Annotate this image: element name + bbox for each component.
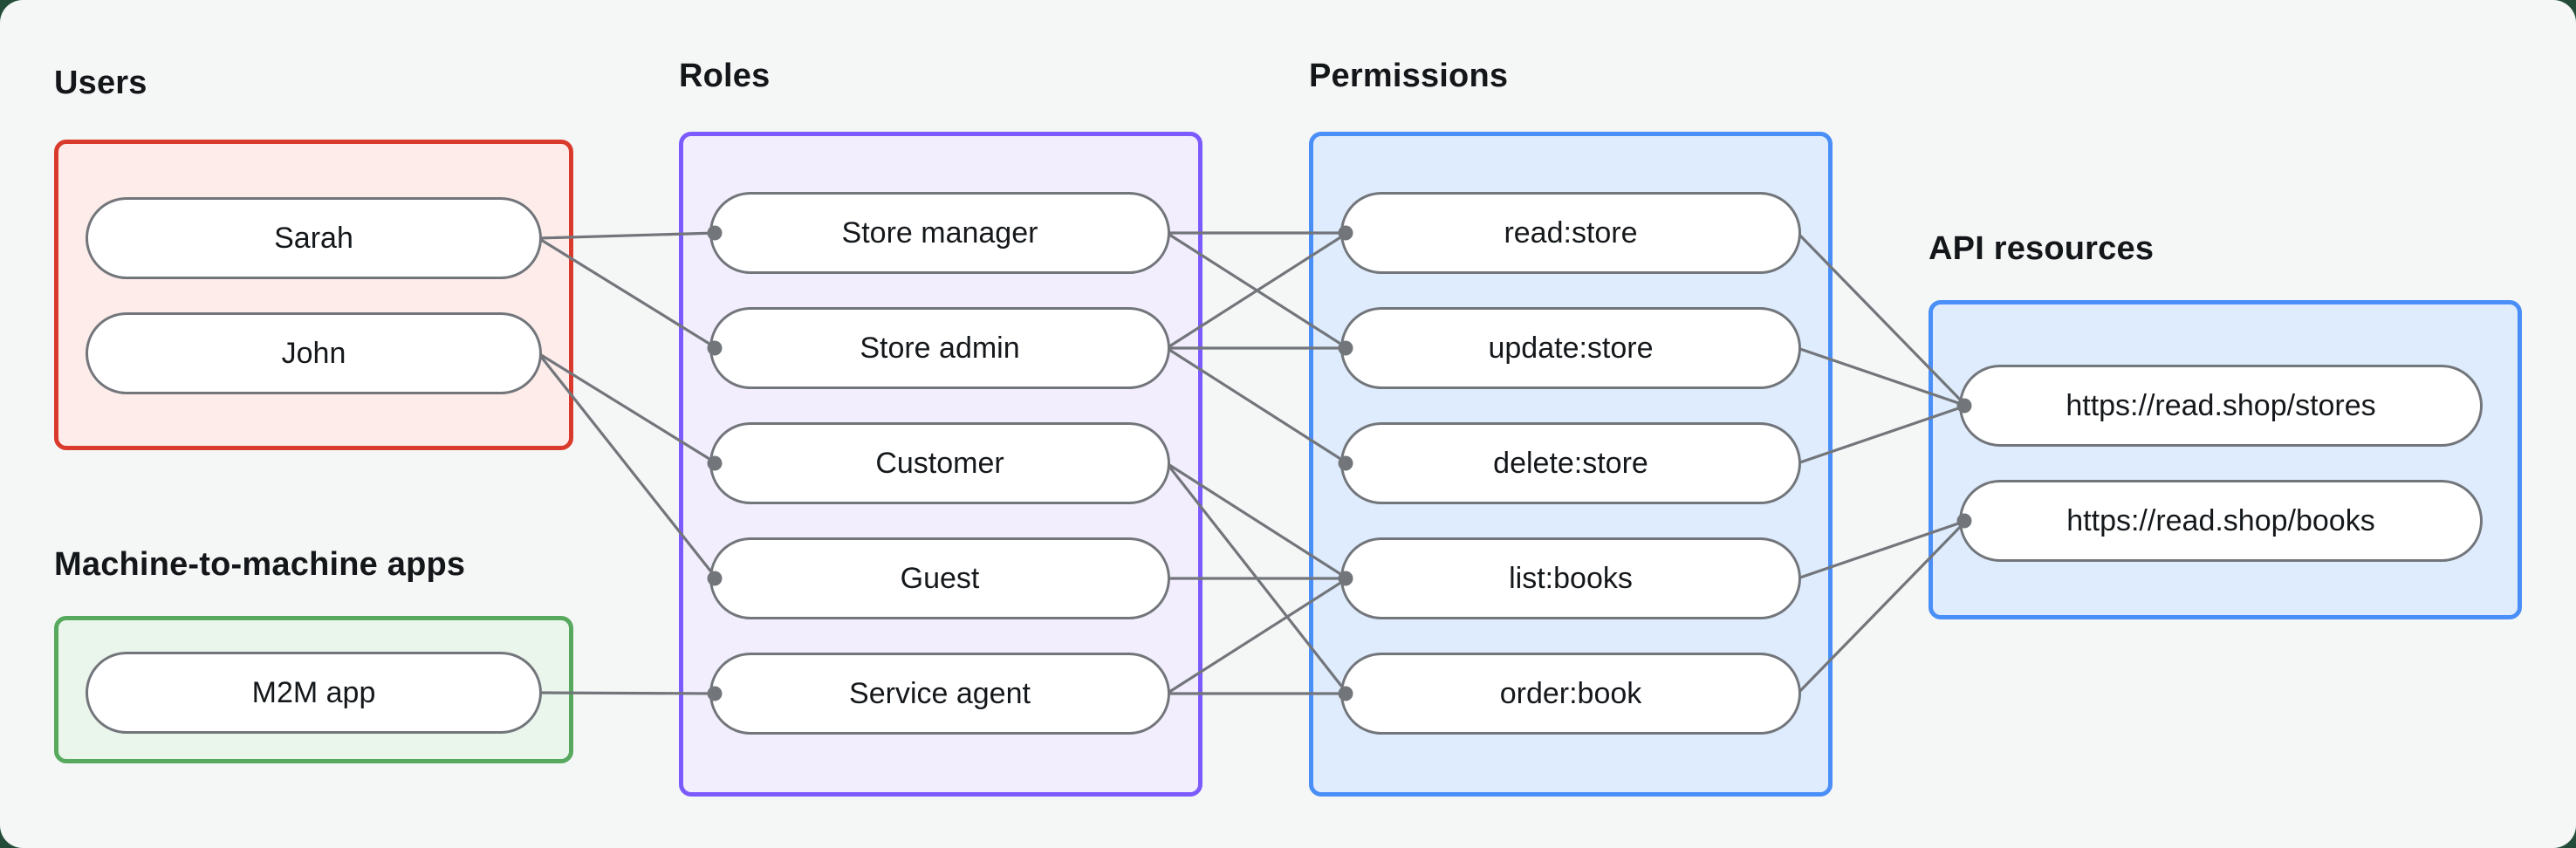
- node-john: John: [86, 312, 542, 394]
- node-label: Service agent: [849, 677, 1031, 710]
- node-books-api: https://read.shop/books: [1959, 480, 2483, 562]
- node-store-admin: Store admin: [709, 307, 1170, 389]
- api-group-label: API resources: [1929, 230, 2155, 267]
- api-group-box: [1929, 300, 2522, 619]
- node-label: Sarah: [274, 222, 353, 255]
- node-read-store: read:store: [1340, 192, 1801, 274]
- node-label: M2M app: [251, 676, 376, 709]
- m2m-group-label: Machine-to-machine apps: [54, 546, 466, 583]
- node-label: https://read.shop/books: [2066, 504, 2375, 537]
- node-list-books: list:books: [1340, 537, 1801, 619]
- node-label: read:store: [1504, 216, 1638, 250]
- node-label: update:store: [1488, 332, 1654, 365]
- node-update-store: update:store: [1340, 307, 1801, 389]
- users-group-box: [54, 140, 573, 450]
- node-label: list:books: [1509, 562, 1633, 595]
- node-guest: Guest: [709, 537, 1170, 619]
- node-label: Store admin: [860, 332, 1020, 365]
- node-label: https://read.shop/stores: [2066, 389, 2376, 422]
- node-service-agent: Service agent: [709, 653, 1170, 735]
- node-label: Customer: [875, 447, 1004, 480]
- node-store-manager: Store manager: [709, 192, 1170, 274]
- node-sarah: Sarah: [86, 197, 542, 279]
- node-label: John: [281, 337, 346, 370]
- node-label: Guest: [900, 562, 980, 595]
- node-label: delete:store: [1493, 447, 1648, 480]
- node-label: Store manager: [841, 216, 1038, 250]
- roles-group-label: Roles: [679, 58, 771, 94]
- node-order-book: order:book: [1340, 653, 1801, 735]
- node-delete-store: delete:store: [1340, 422, 1801, 504]
- node-stores-api: https://read.shop/stores: [1959, 365, 2483, 447]
- users-group-label: Users: [54, 65, 147, 101]
- node-label: order:book: [1499, 677, 1642, 710]
- node-m2m-app: M2M app: [86, 652, 542, 734]
- permissions-group-label: Permissions: [1309, 58, 1509, 94]
- node-customer: Customer: [709, 422, 1170, 504]
